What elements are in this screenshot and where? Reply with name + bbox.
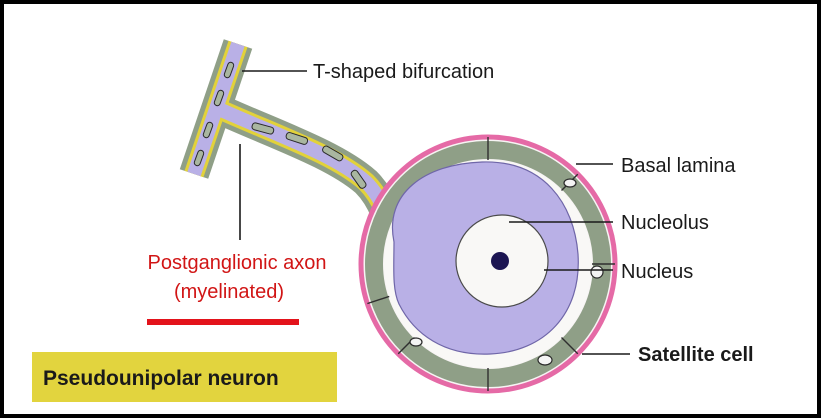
label-nucleus: Nucleus [621,261,693,283]
label-satellite-cell: Satellite cell [638,344,754,366]
label-postganglionic-axon: Postganglionic axon [147,252,326,274]
label-t-bifurcation: T-shaped bifurcation [313,61,494,83]
cell-body [361,134,618,394]
neuron-diagram: T-shaped bifurcation Basal lamina Nucleo… [4,4,817,414]
red-underline [147,319,299,325]
nucleolus [491,252,509,270]
diagram-title: Pseudounipolar neuron [43,367,279,390]
label-basal-lamina: Basal lamina [621,155,736,177]
label-myelinated: (myelinated) [174,281,284,303]
label-nucleolus: Nucleolus [621,212,709,234]
